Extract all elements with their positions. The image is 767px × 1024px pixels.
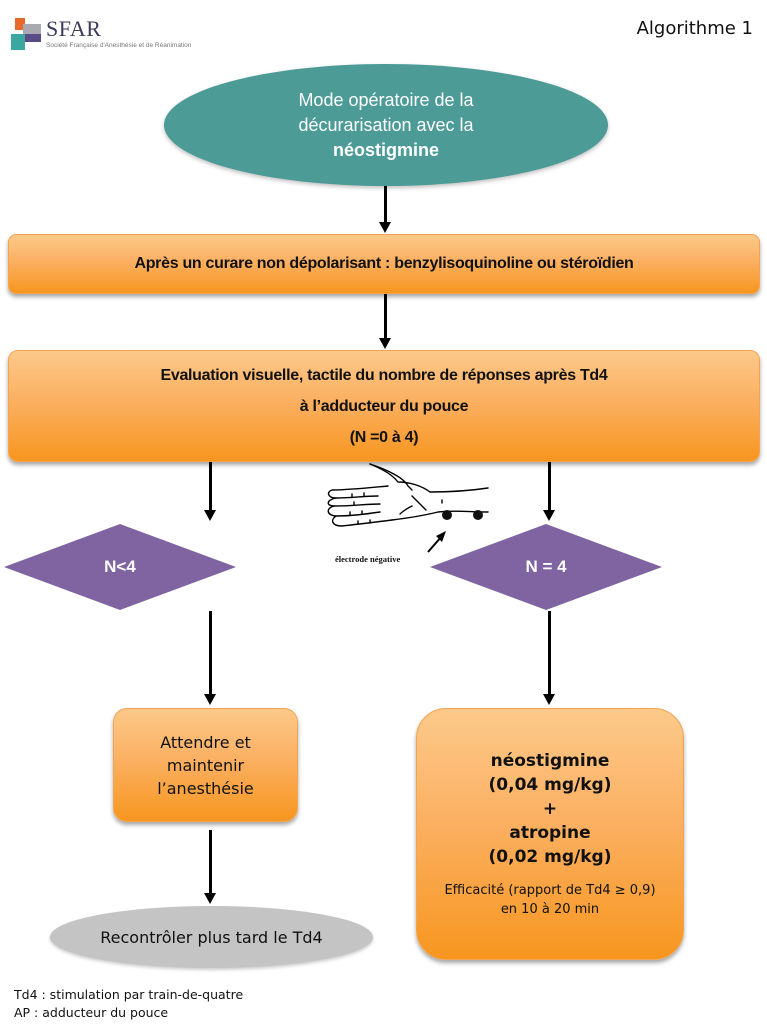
arrow-connector xyxy=(548,611,551,695)
arrow-connector xyxy=(209,462,212,512)
arrow-head-icon xyxy=(379,222,391,233)
hand-outline xyxy=(369,463,489,493)
diamond-shape xyxy=(430,524,662,610)
arrow-connector xyxy=(209,611,212,695)
arrow-connector xyxy=(209,830,212,895)
hand-outline xyxy=(391,510,489,521)
arrow-head-icon xyxy=(379,338,391,349)
decision-right-label: N = 4 xyxy=(525,557,567,576)
start-line-1: Mode opératoire de la xyxy=(298,89,474,110)
decision-left-label: N<4 xyxy=(104,557,136,576)
evaluation-line-1: Evaluation visuelle, tactile du nombre d… xyxy=(160,366,608,384)
hand-outline xyxy=(369,463,413,491)
hand-outline xyxy=(411,495,427,511)
recheck-node: Recontrôler plus tard le Td4 xyxy=(50,906,373,968)
arrow-connector xyxy=(384,294,387,339)
plus-sign: + xyxy=(542,799,558,819)
dose-1: (0,04 mg/kg) xyxy=(488,775,612,795)
efficacy-line-2: en 10 à 20 min xyxy=(500,902,600,917)
treatment-box: néostigmine (0,04 mg/kg) + atropine (0,0… xyxy=(416,708,684,960)
curare-box: Après un curare non dépolarisant : benzy… xyxy=(8,234,760,294)
sfar-logo-icon xyxy=(11,18,41,50)
start-line-2: décurarisation avec la xyxy=(298,114,474,135)
hand-electrode-illustration xyxy=(327,463,489,553)
evaluation-line-2: à l’adducteur du pouce xyxy=(299,397,469,415)
efficacy-line-1: Efficacité (rapport de Td4 ≥ 0,9) xyxy=(444,883,656,898)
hand-outline xyxy=(331,515,393,527)
electrode-icon xyxy=(473,510,483,520)
drug-1: néostigmine xyxy=(490,751,610,771)
arrow-head-icon xyxy=(543,694,555,705)
wait-line-1: Attendre et xyxy=(160,732,251,752)
evaluation-line-3: (N =0 à 4) xyxy=(349,428,419,446)
logo-name: SFAR xyxy=(46,16,102,41)
hand-outline xyxy=(327,505,381,517)
recheck-text: Recontrôler plus tard le Td4 xyxy=(100,927,323,947)
logo-subtitle: Société Française d'Anesthésie et de Réa… xyxy=(46,42,192,49)
decision-n-equals-4: N = 4 xyxy=(430,524,662,610)
evaluation-box: Evaluation visuelle, tactile du nombre d… xyxy=(8,350,760,462)
diamond-shape xyxy=(4,524,236,610)
wait-line-3: l’anesthésie xyxy=(157,778,254,798)
arrow-head-icon xyxy=(543,510,555,521)
start-node: Mode opératoire de la décurarisation ave… xyxy=(164,64,608,186)
finger-mark xyxy=(349,492,371,525)
sfar-logo: SFAR Société Française d'Anesthésie et d… xyxy=(8,14,198,54)
efficacy-text: Efficacité (rapport de Td4 ≥ 0,9) en 10 … xyxy=(444,881,655,919)
decision-n-less-4: N<4 xyxy=(4,524,236,610)
drug-2: atropine xyxy=(509,823,591,843)
wait-box: Attendre et maintenir l’anesthésie xyxy=(113,708,298,822)
legend-item: AP : adducteur du pouce xyxy=(14,1005,169,1020)
electrode-label: électrode négative xyxy=(335,554,401,564)
curare-text: Après un curare non dépolarisant : benzy… xyxy=(134,255,634,272)
arrow-head-icon xyxy=(204,694,216,705)
arrow-connector xyxy=(548,462,551,512)
legend-item: Td4 : stimulation par train-de-quatre xyxy=(14,987,244,1002)
arrow-head-icon xyxy=(204,510,216,521)
arrow-head-icon xyxy=(204,893,216,904)
hand-outline xyxy=(327,485,389,499)
arrow-connector xyxy=(384,186,387,223)
legend: Td4 : stimulation par train-de-quatre AP… xyxy=(14,986,243,1022)
electrode-icon xyxy=(442,510,452,520)
wait-line-2: maintenir xyxy=(166,755,245,775)
start-line-3: néostigmine xyxy=(332,139,439,160)
electrode-arrow-icon xyxy=(427,531,446,553)
algorithm-title: Algorithme 1 xyxy=(636,18,753,39)
hand-outline xyxy=(399,505,413,515)
dose-2: (0,02 mg/kg) xyxy=(488,847,612,867)
